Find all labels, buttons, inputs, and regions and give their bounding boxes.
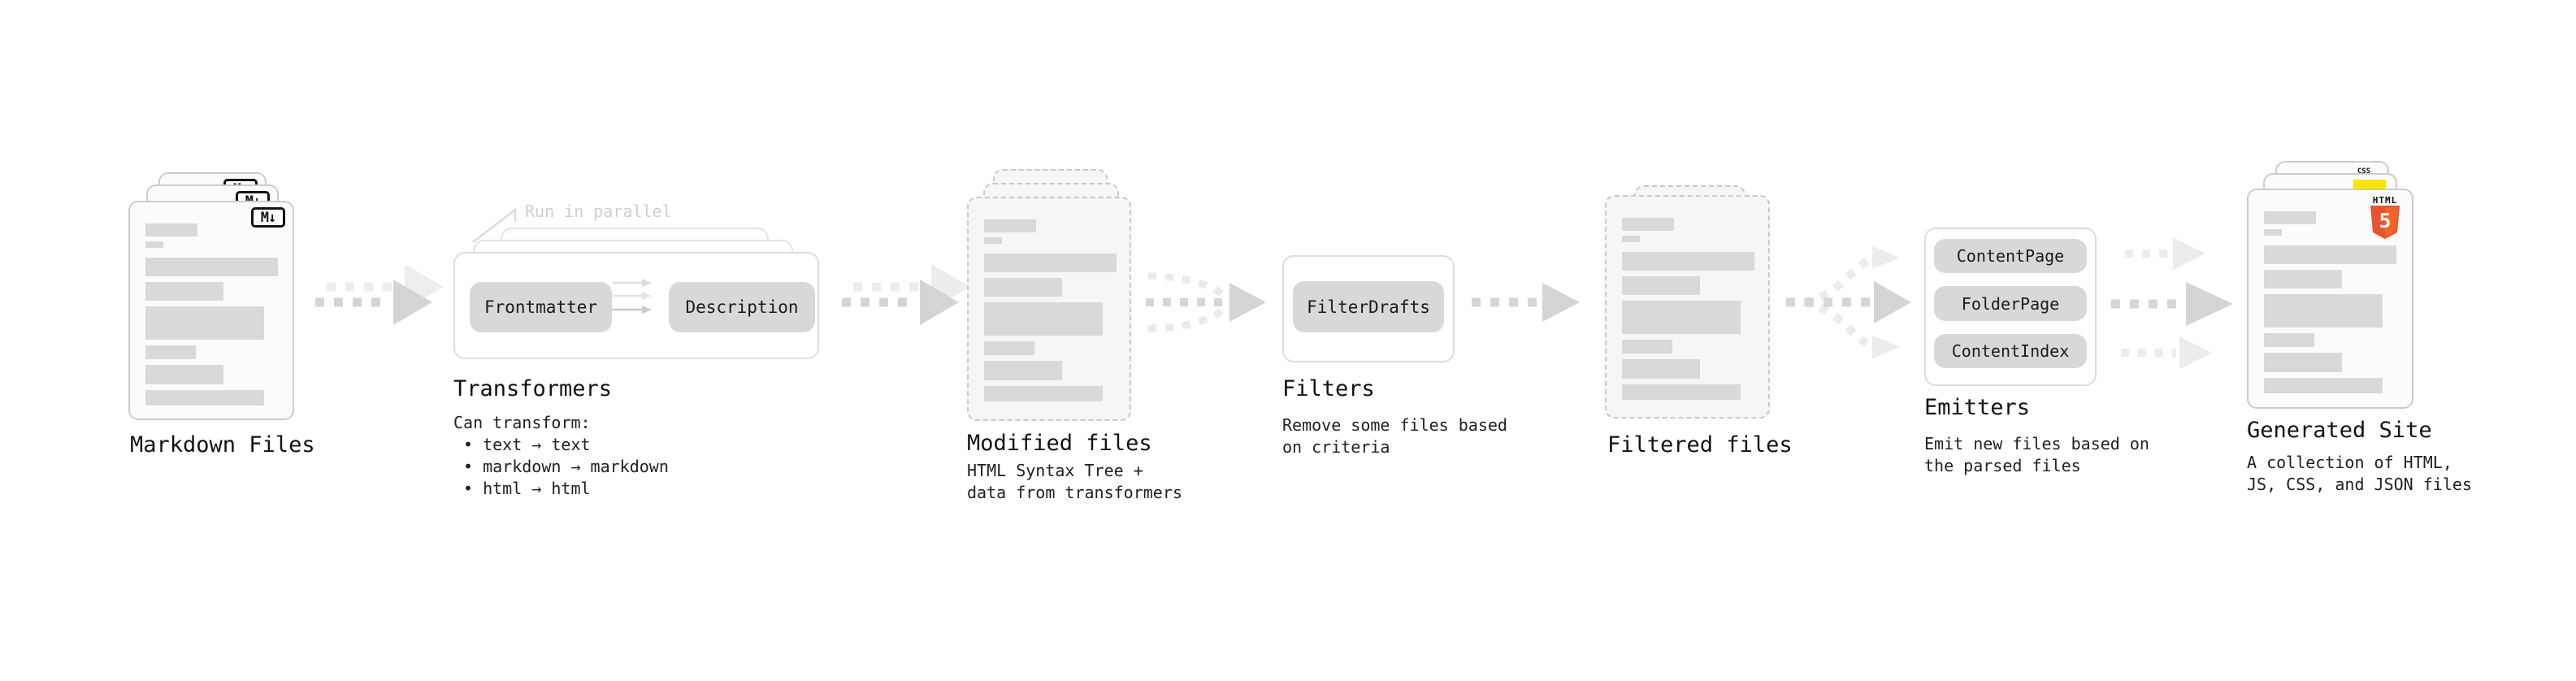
placeholder-text-lines (2249, 190, 2412, 393)
bullet-item: • markdown → markdown (463, 457, 669, 476)
stage-description: Remove some files based on criteria (1282, 414, 1507, 458)
stage-filters: FilterDrafts Filters Remove some files b… (1282, 255, 1507, 483)
text-line-placeholder (2264, 294, 2383, 327)
text-line-placeholder (984, 254, 1117, 272)
text-line-placeholder (145, 223, 197, 236)
text-line-placeholder (1622, 384, 1741, 400)
text-line-placeholder (2264, 211, 2316, 224)
text-line-placeholder (145, 258, 278, 276)
small-arrow-icon (611, 306, 652, 314)
flow-arrow-icon (842, 264, 970, 325)
description-line: Emit new files based on (1924, 434, 2149, 453)
text-line-placeholder (145, 282, 223, 301)
description-line: data from transformers (967, 483, 1182, 502)
stage-title: Markdown Files (130, 432, 315, 458)
placeholder-text-lines (130, 202, 293, 406)
stage-description: HTML Syntax Tree + data from transformer… (967, 460, 1182, 504)
text-line-placeholder (984, 237, 1002, 244)
text-line-placeholder (984, 386, 1103, 401)
stage-emitters: ContentPage FolderPage ContentIndex Emit… (1924, 228, 2149, 488)
text-line-placeholder (984, 302, 1103, 336)
stage-description: Emit new files based on the parsed files (1924, 433, 2149, 477)
description-heading: Can transform: (453, 413, 591, 432)
text-line-placeholder (1622, 276, 1700, 295)
small-arrow-icon (613, 292, 652, 300)
file-card-front (967, 197, 1131, 421)
emitter-node-folderpage: FolderPage (1934, 286, 2087, 321)
split-arrow-icon (1786, 246, 1911, 358)
text-line-placeholder (2264, 333, 2314, 347)
html5-icon-number: 5 (2379, 209, 2392, 232)
stage-markdown-files: M↓ M↓ M↓ Markdown Files (126, 172, 337, 497)
stage-title: Emitters (1924, 395, 2031, 420)
callout-line (472, 207, 517, 243)
text-line-placeholder (984, 219, 1036, 232)
filter-node-filterdrafts: FilterDrafts (1293, 281, 1444, 332)
bullet-item: • html → html (463, 479, 591, 498)
html5-shield (2370, 206, 2400, 239)
text-line-placeholder (1622, 236, 1640, 242)
merge-arrow-icon (1146, 272, 1266, 332)
stage-description: Can transform: • text → text • markdown … (453, 412, 669, 500)
file-card-front (1605, 195, 1770, 419)
text-line-placeholder (984, 341, 1034, 355)
emitter-node-contentindex: ContentIndex (1934, 334, 2087, 368)
text-line-placeholder (2264, 378, 2383, 393)
transformer-node-frontmatter: Frontmatter (470, 282, 612, 332)
stage-title: Filters (1282, 376, 1375, 401)
text-line-placeholder (145, 306, 264, 340)
transformer-node-description: Description (669, 282, 815, 332)
text-line-placeholder (145, 345, 196, 359)
file-card-front: M↓ (128, 201, 294, 420)
text-line-placeholder (145, 241, 163, 248)
stage-modified-files: Modified files HTML Syntax Tree + data f… (967, 169, 1182, 510)
text-line-placeholder (145, 390, 264, 406)
stage-transformers: Run in parallel Frontmatter Description … (453, 199, 835, 524)
stage-title: Modified files (967, 431, 1152, 456)
description-line: A collection of HTML, (2247, 453, 2452, 472)
description-line: HTML Syntax Tree + (967, 461, 1143, 480)
text-line-placeholder (2264, 229, 2282, 236)
stage-filtered-files: Filtered files (1605, 185, 1816, 494)
stage-title: Transformers (453, 376, 613, 401)
text-line-placeholder (1622, 252, 1754, 271)
text-line-placeholder (2264, 270, 2342, 288)
text-line-placeholder (2264, 245, 2396, 264)
text-line-placeholder (1622, 301, 1741, 334)
placeholder-text-lines (969, 198, 1130, 401)
stage-description: A collection of HTML, JS, CSS, and JSON … (2247, 452, 2472, 496)
file-card-front-html: HTML 5 (2247, 189, 2413, 409)
text-line-placeholder (145, 365, 223, 384)
stage-generated-site: CSS HTML 5 (2244, 161, 2472, 518)
flow-arrow-icon (315, 264, 444, 325)
description-line: the parsed files (1924, 456, 2081, 475)
run-in-parallel-label: Run in parallel (525, 202, 672, 221)
text-line-placeholder (1622, 359, 1700, 379)
text-line-placeholder (1622, 218, 1674, 231)
markdown-icon: M↓ (251, 207, 285, 228)
flow-arrow-icon (1472, 283, 1580, 322)
html5-icon: HTML 5 (2366, 195, 2404, 241)
description-line: JS, CSS, and JSON files (2247, 475, 2472, 494)
placeholder-text-lines (1607, 197, 1768, 400)
text-line-placeholder (2264, 353, 2342, 372)
text-line-placeholder (1622, 340, 1672, 354)
text-line-placeholder (984, 361, 1062, 380)
stage-title: Filtered files (1607, 432, 1793, 458)
triple-arrow-icon (2111, 237, 2233, 369)
small-arrow-icon (613, 279, 652, 287)
text-line-placeholder (984, 278, 1062, 297)
bullet-item: • text → text (463, 435, 591, 454)
description-line: Remove some files based (1282, 415, 1507, 435)
html5-icon-word: HTML (2372, 195, 2398, 206)
description-line: on criteria (1282, 437, 1390, 457)
stage-title: Generated Site (2247, 418, 2432, 443)
emitter-node-contentpage: ContentPage (1934, 239, 2087, 273)
